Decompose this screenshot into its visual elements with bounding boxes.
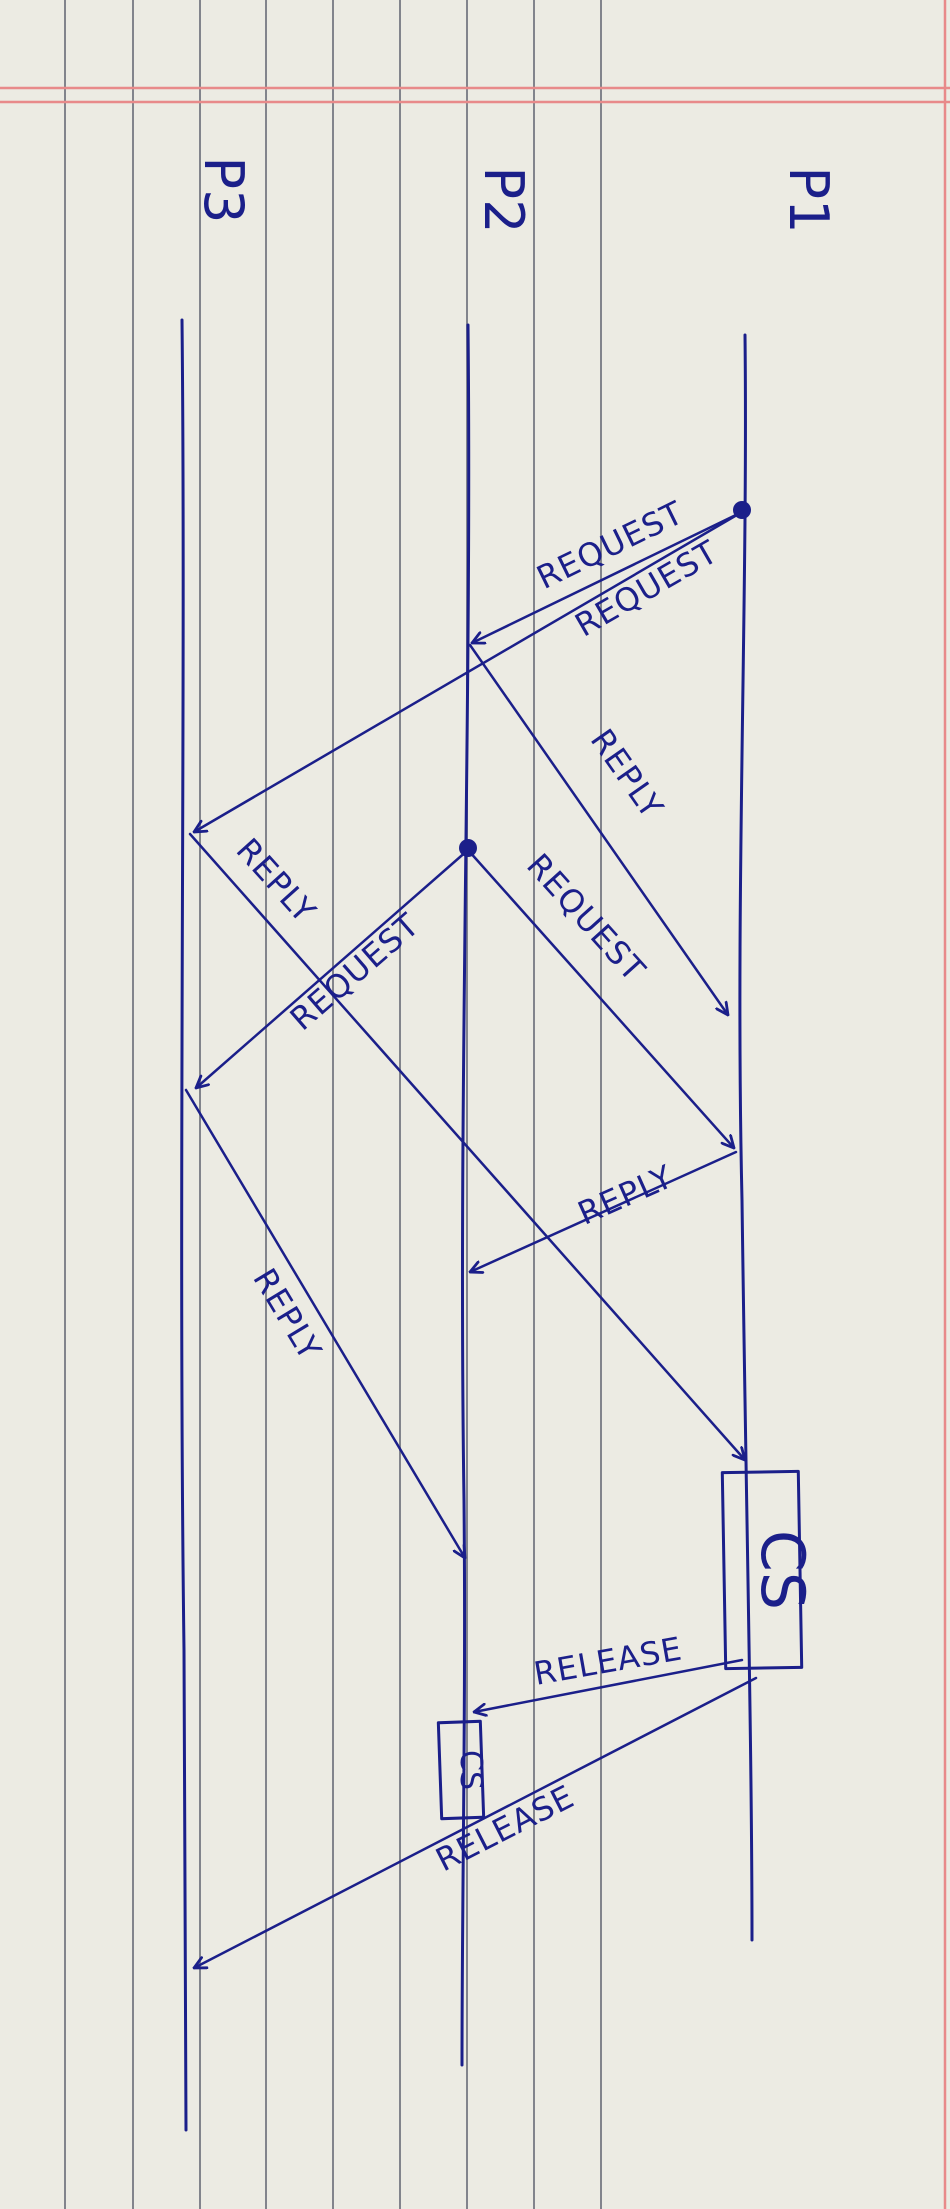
arrow-p1-release-to-p3 bbox=[194, 1676, 758, 1968]
label-p1-release-to-p3: RELEASE bbox=[430, 1777, 581, 1879]
process-timelines bbox=[180, 318, 754, 2132]
label-p3-reply-to-p1: REPLY bbox=[229, 831, 324, 931]
label-p1-release-to-p2: RELEASE bbox=[531, 1629, 685, 1692]
arrow-p3-reply-to-p2 bbox=[184, 1088, 465, 1558]
arrow-p2-request-to-p1 bbox=[466, 848, 734, 1148]
arrow-p3-reply-to-p1 bbox=[188, 832, 745, 1460]
label-p1-reply-to-p2: REPLY bbox=[572, 1157, 679, 1232]
label-p2-reply-to-p1: REPLY bbox=[583, 722, 671, 826]
label-p2-request-to-p1: REQUEST bbox=[519, 846, 653, 989]
process-label-p3: P3 bbox=[192, 157, 255, 224]
timeline-p1 bbox=[738, 333, 754, 1942]
message-arrows bbox=[184, 510, 758, 1968]
cs-label-p1: CS bbox=[747, 1530, 817, 1610]
cs-box-p2: CS bbox=[436, 1719, 488, 1821]
arrow-p1-request-to-p3 bbox=[194, 510, 744, 832]
process-label-p1: P1 bbox=[777, 167, 840, 234]
arrow-p2-reply-to-p1 bbox=[468, 643, 728, 1015]
timeline-p3 bbox=[180, 318, 188, 2132]
arrow-p2-request-to-p3 bbox=[196, 848, 470, 1088]
label-p3-reply-to-p2: REPLY bbox=[245, 1262, 329, 1367]
arrow-p1-release-to-p2 bbox=[474, 1658, 744, 1712]
ruled-lines bbox=[64, 0, 602, 2209]
arrow-p1-reply-to-p2 bbox=[470, 1150, 738, 1272]
cs-box-p1: CS bbox=[720, 1469, 817, 1671]
cs-label-p2: CS bbox=[453, 1750, 488, 1790]
timeline-p2 bbox=[460, 323, 471, 2067]
process-label-p2: P2 bbox=[472, 167, 535, 234]
arrow-p1-request-to-p2 bbox=[472, 510, 744, 643]
